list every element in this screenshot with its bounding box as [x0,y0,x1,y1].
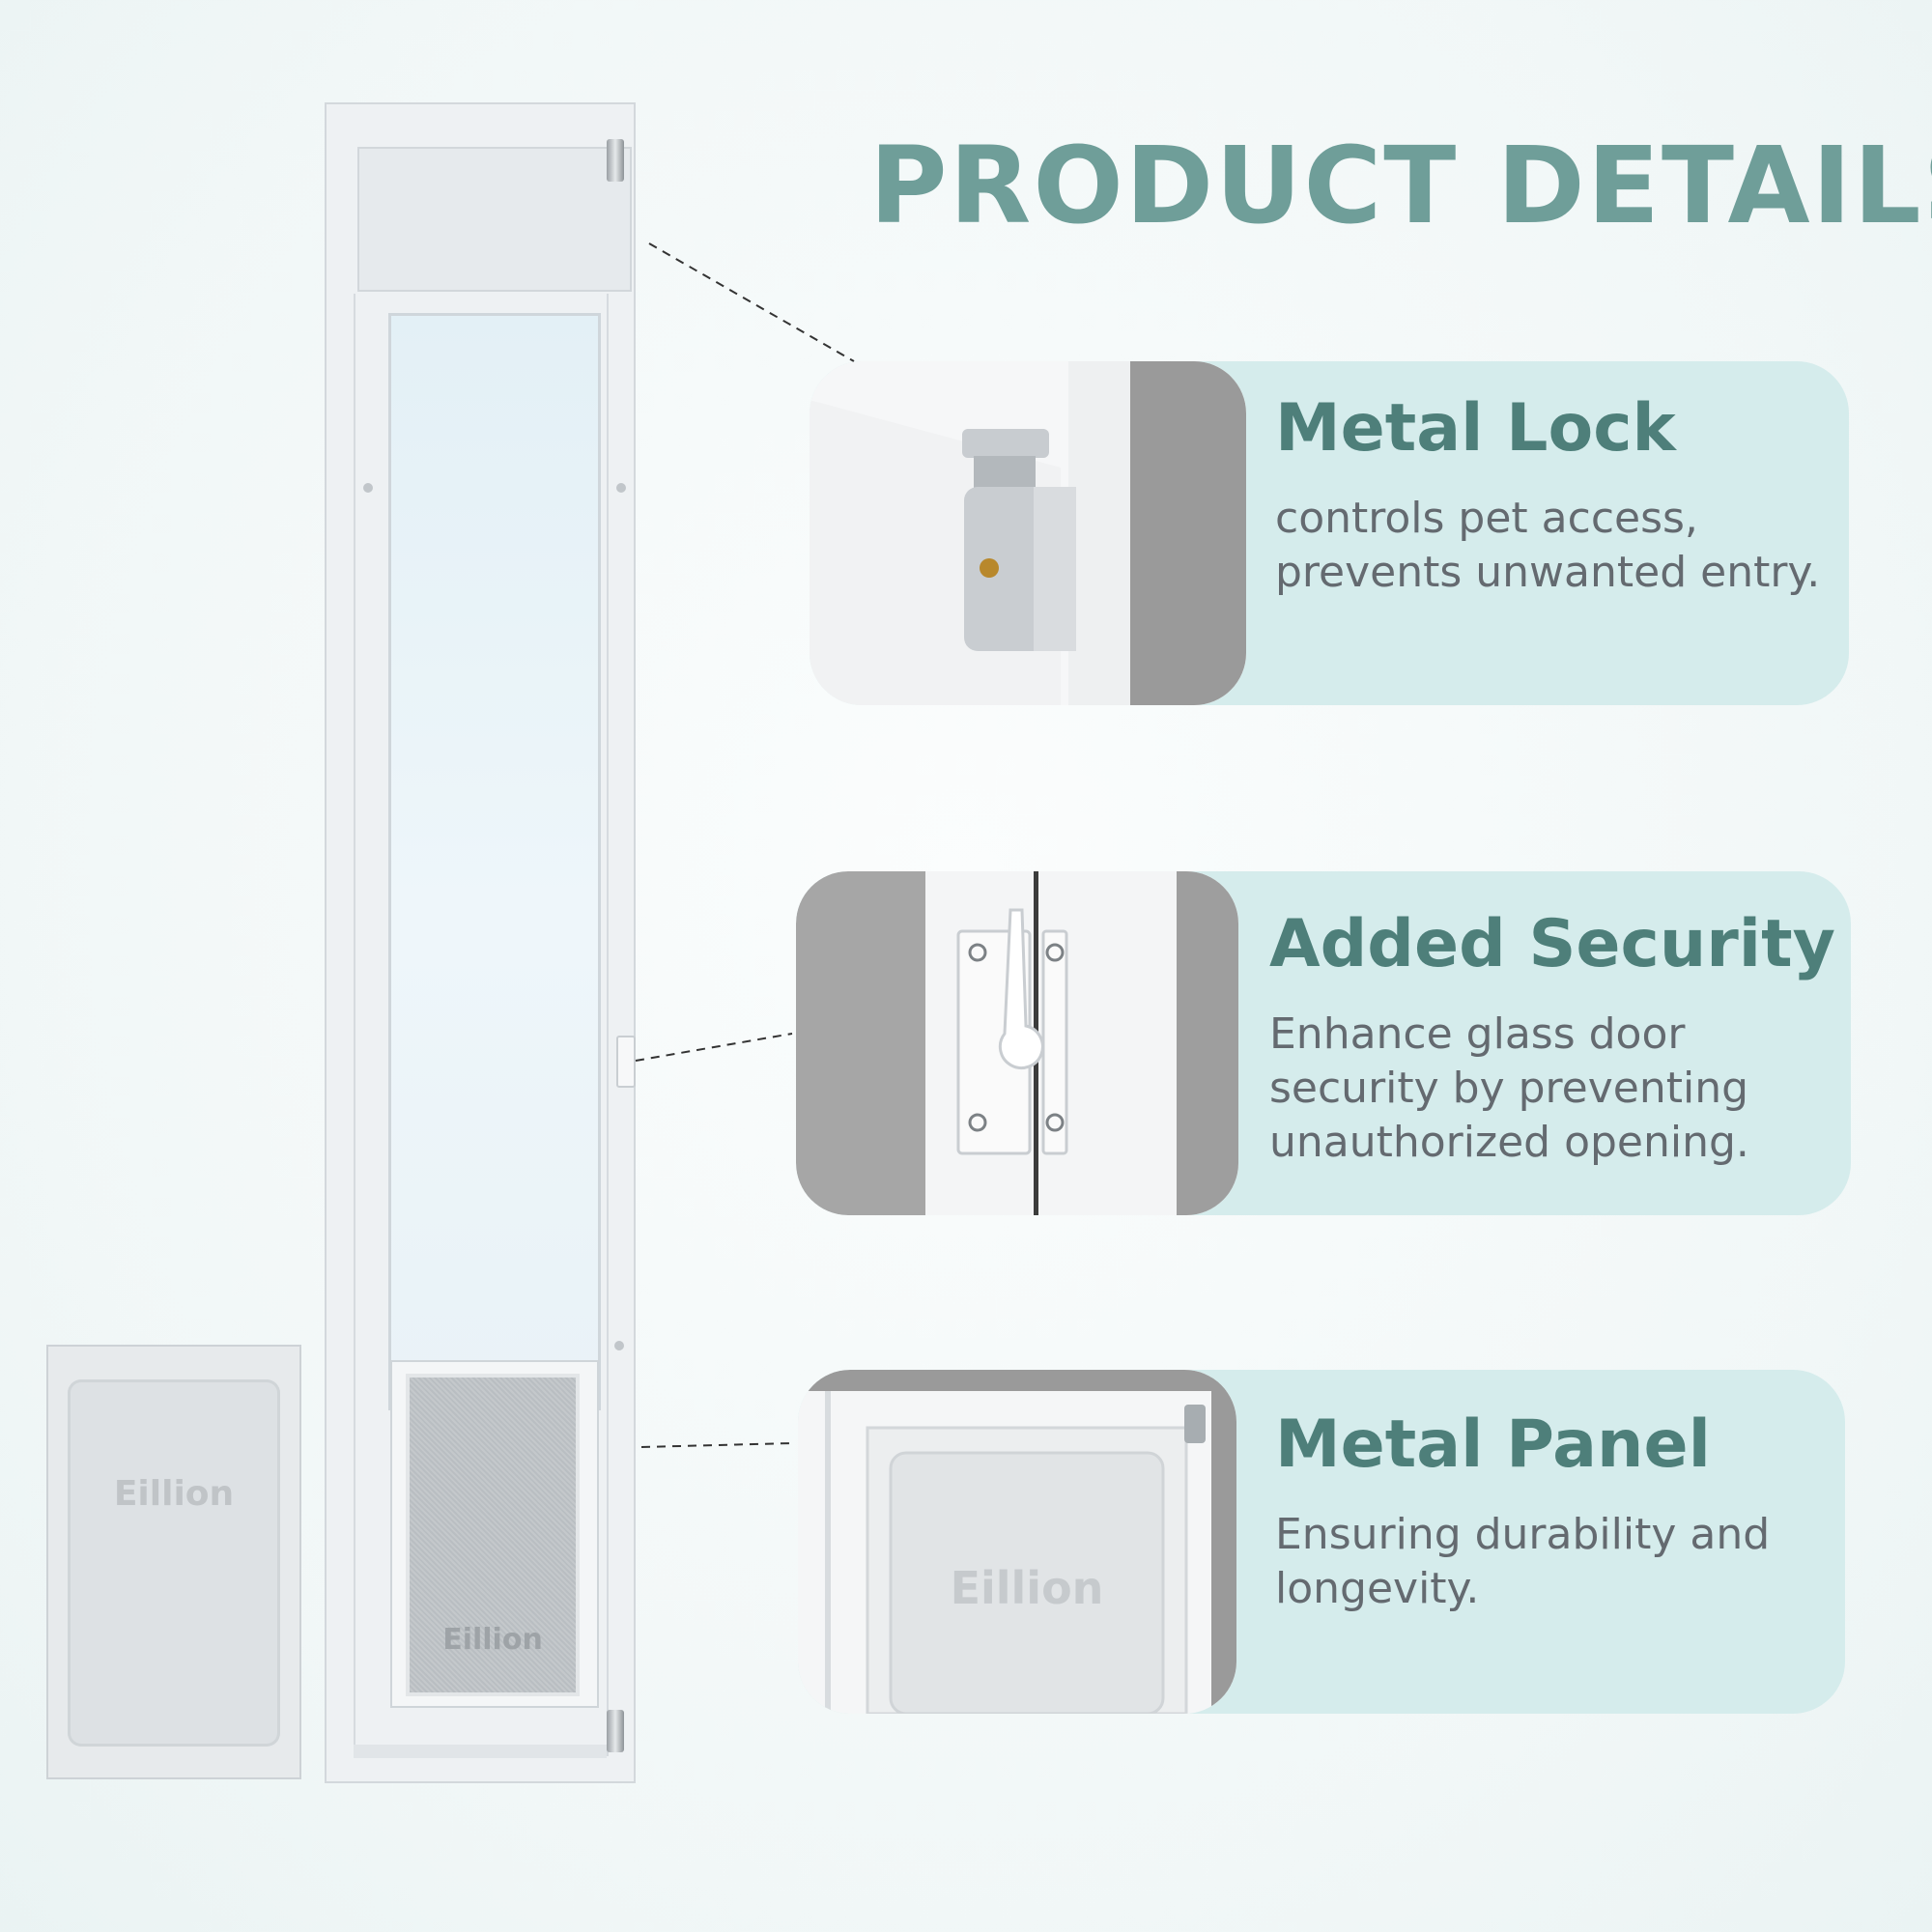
added-security-heading: Added Security [1269,906,1835,982]
metal-lock-photo [810,361,1246,705]
metal-lock-heading: Metal Lock [1275,390,1676,467]
security-latch-icon [616,1036,636,1088]
panel-inset [68,1379,280,1747]
page-title: PRODUCT DETAILS [869,124,1932,247]
flap-logo: Eillion [442,1623,543,1657]
metal-flap-panel: Eillion [46,1345,301,1779]
screw-icon [363,483,373,493]
metal-panel-logo: Eillion [951,1562,1104,1614]
top-lock-icon [607,139,624,182]
security-latch-photo [796,871,1238,1215]
metal-panel-text: Metal Panel Ensuring durability and long… [1275,1370,1826,1714]
patio-door-illustration: Eillion [325,102,636,1783]
feature-card-metal-panel: Eillion Metal Panel Ensuring durability … [798,1370,1845,1714]
screw-icon [616,483,626,493]
bottom-hinge-icon [607,1710,624,1752]
door-transom [357,147,632,292]
feature-card-added-security: Added Security Enhance glass door securi… [796,871,1851,1215]
door-glass-pane [388,313,601,1410]
metal-panel-description: Ensuring durability and longevity. [1275,1510,1771,1613]
metal-panel-heading: Metal Panel [1275,1406,1711,1483]
door-stile [354,294,609,1756]
added-security-description: Enhance glass door security by preventin… [1269,1009,1749,1167]
door-bottom-rail [354,1745,607,1758]
feature-card-metal-lock: Metal Lock controls pet access, prevents… [810,361,1849,705]
added-security-text: Added Security Enhance glass door securi… [1269,871,1835,1215]
metal-lock-description: controls pet access, prevents unwanted e… [1275,494,1821,597]
screw-icon [614,1341,624,1350]
metal-lock-text: Metal Lock controls pet access, prevents… [1275,361,1830,705]
metal-panel-photo: Eillion [798,1370,1236,1714]
pet-flap [406,1374,580,1696]
panel-logo: Eillion [113,1474,235,1514]
